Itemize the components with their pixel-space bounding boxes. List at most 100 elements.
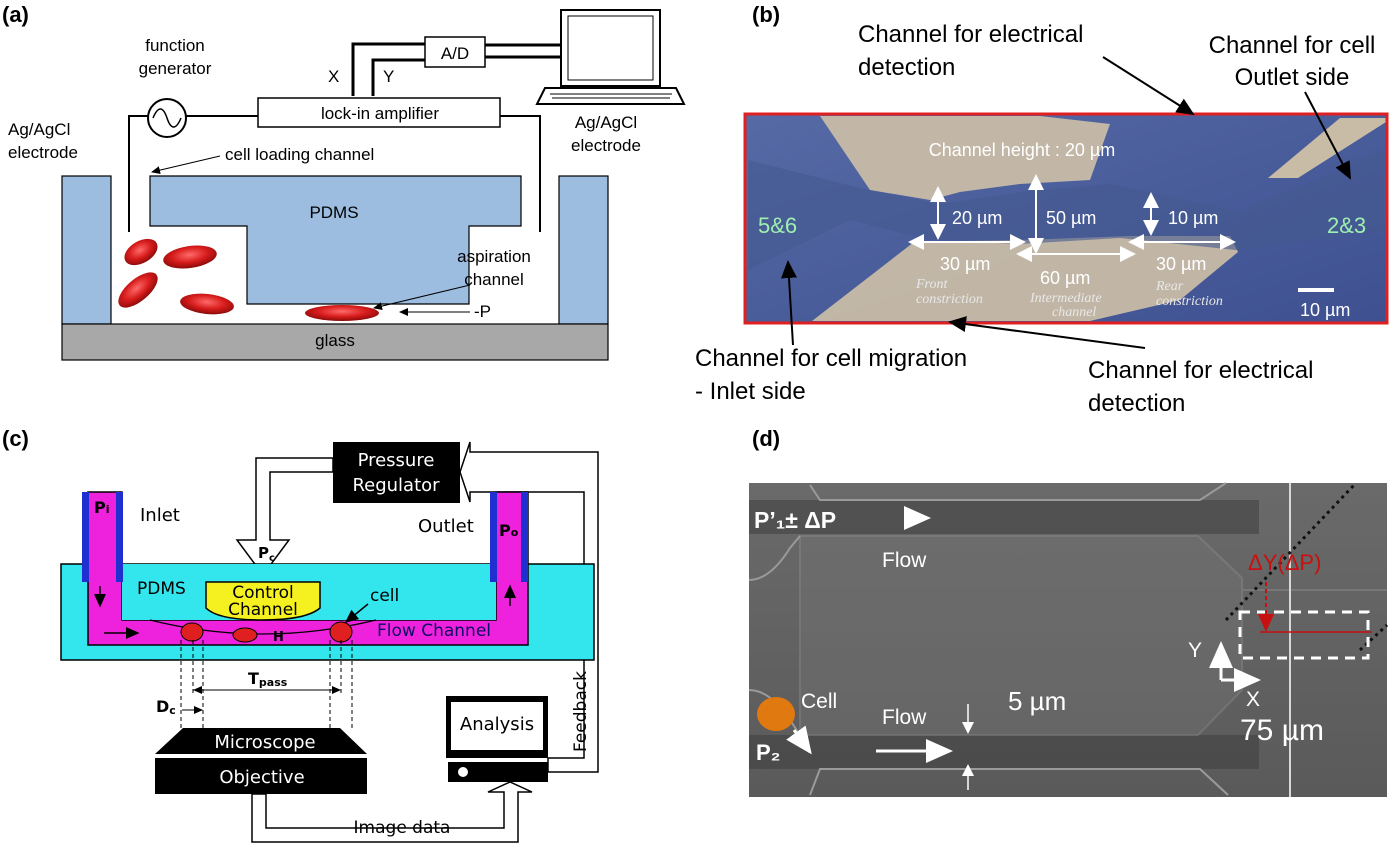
p2-label: P₂ [756, 740, 780, 765]
x-label: X [328, 67, 339, 86]
panel-c: (c) Pressure Regulator Pc Feedback Pi Po… [2, 426, 599, 843]
image-data-label: Image data [354, 818, 451, 838]
aspiration-label-2: channel [464, 270, 524, 289]
flow-label-1: Flow [882, 549, 927, 572]
intermediate-label-1: Intermediate [1029, 291, 1102, 306]
lockin-amplifier-box [257, 97, 501, 128]
panel-a-letter: (a) [2, 2, 29, 27]
dc-label: Dc [156, 697, 176, 717]
control-label-1: Control [232, 583, 293, 603]
po-label: Po [499, 521, 519, 540]
orange-cell [757, 697, 795, 731]
top-electrical-label-1: Channel for electrical [858, 21, 1083, 48]
delta-y-label: ΔY(ΔP) [1248, 550, 1321, 575]
pdms-block [149, 175, 522, 305]
inlet-label-1: Channel for cell migration [695, 345, 967, 372]
aspiration-label-1: aspiration [457, 247, 531, 266]
top-electrical-label-2: detection [858, 54, 955, 81]
panel-d-letter: (d) [752, 426, 780, 451]
dim-10: 10 µm [1168, 208, 1218, 228]
lockin-label: lock-in amplifier [321, 104, 439, 123]
function-generator-label-1: function [145, 36, 205, 55]
pi-label: Pi [94, 498, 110, 517]
dim-50: 50 µm [1046, 208, 1096, 228]
region-box [1238, 610, 1370, 660]
analysis-cpu [448, 762, 548, 782]
red-blood-cells [118, 238, 379, 321]
pressure-label-2: Regulator [352, 475, 440, 496]
y-axis-label: Y [1188, 639, 1202, 662]
rear-label-1: Rear [1155, 279, 1184, 294]
panel-a: (a) A/D X Y function generator lock-in a… [2, 2, 686, 361]
rear-label-2: constriction [1156, 294, 1223, 309]
feedback-label: Feedback [571, 671, 591, 752]
h-label: H [273, 630, 284, 645]
flow-label-2: Flow [882, 706, 927, 729]
panel-c-letter: (c) [2, 426, 29, 451]
left-electrode-id: 5&6 [758, 213, 797, 238]
flow-channel-label: Flow Channel [377, 621, 491, 641]
bottom-electrical-label-2: detection [1088, 390, 1185, 417]
bottom-electrical-label-1: Channel for electrical [1088, 357, 1313, 384]
intermediate-label-2: channel [1052, 305, 1096, 320]
left-reservoir-wall [61, 175, 112, 325]
laptop-icon [535, 9, 686, 105]
electrode-left-label-1: Ag/AgCl [8, 120, 70, 139]
top-right-electrode [1268, 118, 1386, 178]
front-label-1: Front [915, 277, 948, 292]
outlet-tube-wall-right [521, 492, 528, 582]
objective-label: Objective [219, 767, 304, 788]
negative-pressure-label: -P [474, 302, 491, 321]
glass-label: glass [315, 331, 355, 350]
right-reservoir-wall [558, 175, 609, 325]
outlet-label-2: Outlet side [1235, 64, 1350, 91]
image-border [743, 112, 1389, 325]
pdms-label: PDMS [309, 203, 358, 222]
y-label: Y [383, 67, 394, 86]
control-channel [205, 581, 321, 621]
glass-slide [61, 323, 609, 361]
p1-label: P’₁± ΔP [754, 507, 836, 533]
inlet-label: Inlet [140, 505, 180, 526]
electrode-left-label-2: electrode [8, 143, 78, 162]
channel-height-label: Channel height : 20 µm [929, 140, 1116, 160]
panel-b: (b) Channel for electrical detection Cha… [695, 2, 1389, 417]
cell-2 [232, 627, 258, 643]
panel-d: (d) ΔY(ΔP) Y X P’₁± ΔP Flow Cel [748, 426, 1389, 797]
microscope-label: Microscope [214, 732, 315, 753]
cell-loading-label: cell loading channel [225, 145, 374, 164]
right-electrode-id: 2&3 [1327, 213, 1366, 238]
dimension-arrows [908, 174, 1236, 262]
scale-bar-label: 10 µm [1300, 300, 1350, 320]
outlet-tube-wall-left [490, 492, 497, 582]
pressure-regulator-box [333, 442, 460, 503]
outlet-label-1: Channel for cell [1209, 32, 1376, 59]
outlet-label: Outlet [418, 516, 474, 537]
dim-20: 20 µm [952, 208, 1002, 228]
tpass-label: Tpass [248, 669, 288, 689]
pressure-arrow [235, 457, 334, 577]
pressure-label-1: Pressure [358, 450, 435, 471]
analysis-label: Analysis [460, 714, 534, 735]
cell-1 [180, 622, 204, 642]
inlet-tube-wall-left [82, 492, 89, 582]
gap-label: 5 µm [1008, 686, 1066, 716]
panel-b-letter: (b) [752, 2, 780, 27]
control-label-2: Channel [228, 600, 298, 620]
len-30-rear: 30 µm [1156, 254, 1206, 274]
electrode-right-label-1: Ag/AgCl [575, 113, 637, 132]
feedback-arrow [459, 441, 599, 773]
inlet-tube-wall-right [116, 492, 123, 582]
x-axis-label: X [1246, 688, 1260, 711]
width-label: 75 µm [1240, 714, 1324, 747]
len-60: 60 µm [1040, 268, 1090, 288]
cell-d-label: Cell [801, 690, 837, 713]
len-30-front: 30 µm [940, 254, 990, 274]
ad-label: A/D [441, 44, 469, 63]
ad-converter-box [424, 36, 486, 68]
projection-lines [180, 640, 353, 728]
microscope-box [155, 728, 367, 754]
electrode-right-label-2: electrode [571, 136, 641, 155]
pc-label: Pc [258, 544, 275, 564]
